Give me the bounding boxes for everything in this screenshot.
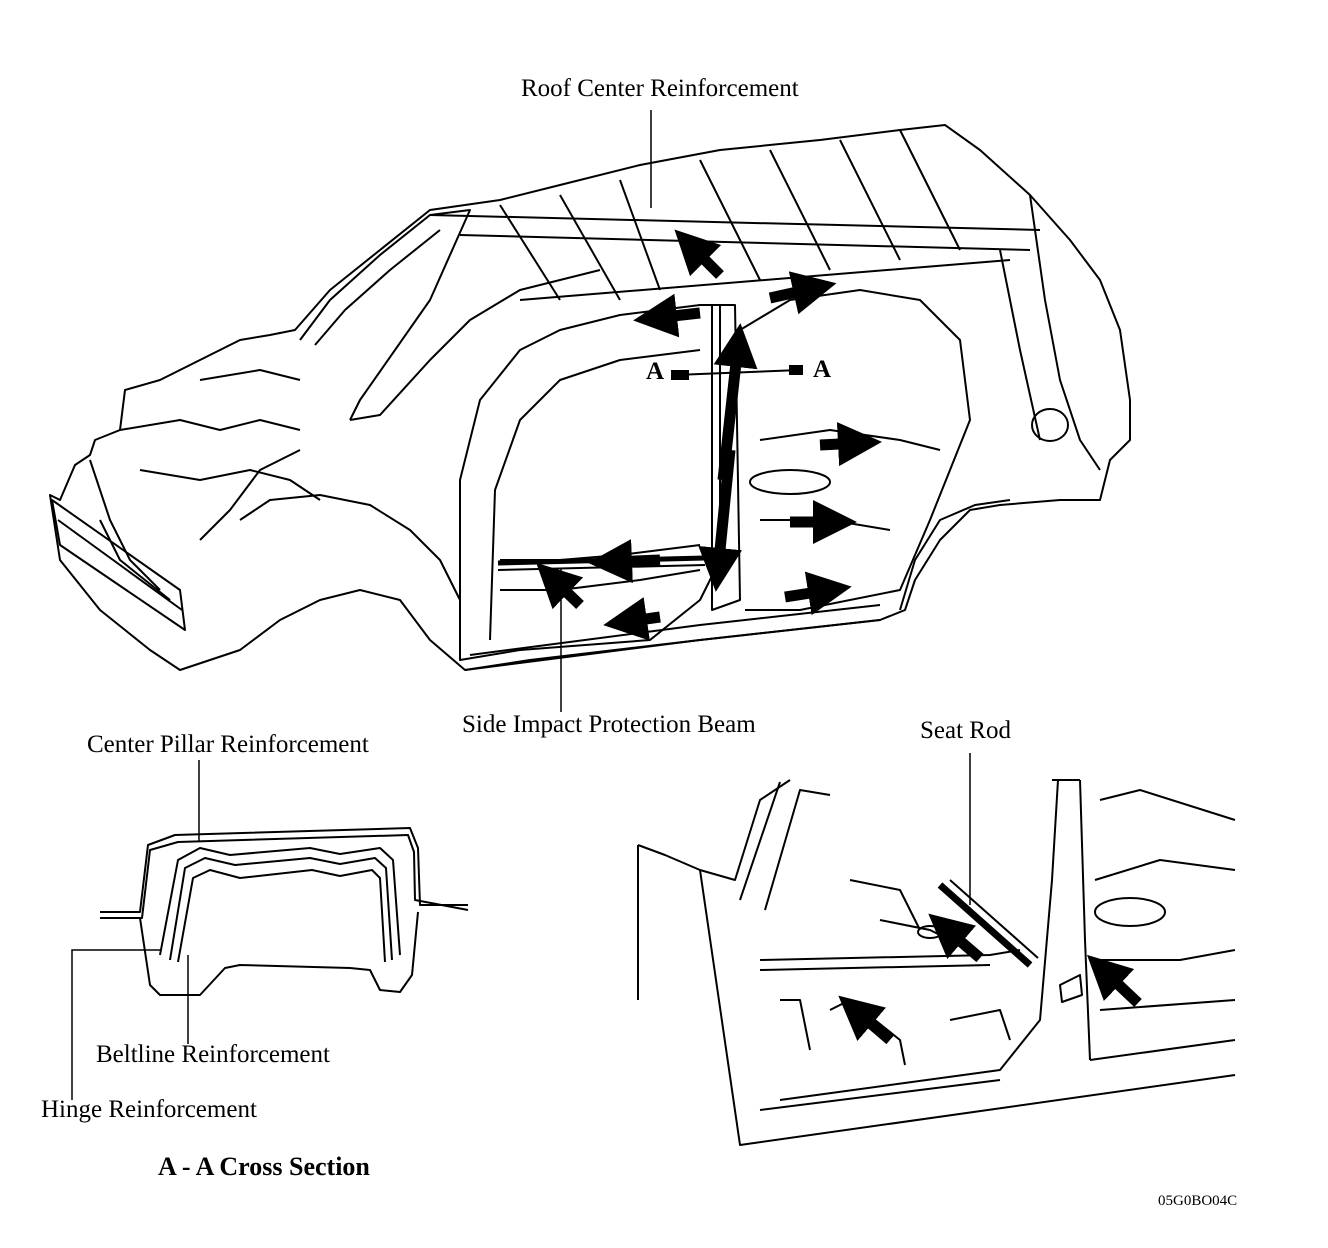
arrow-pillar-down [698,449,743,592]
cross-section-drawing [100,827,469,996]
arrow-sill-rear [784,571,852,616]
figure-code: 05G0BO04C [1158,1193,1238,1209]
hinge-reinforcement-label: Hinge Reinforcement [41,1096,257,1123]
vehicle-body [49,124,1131,671]
detail-arrows [838,913,1142,1045]
section-mark-right: A [813,356,832,383]
seat-rod-label: Seat Rod [920,717,1011,744]
arrow-sill-forward [603,597,661,641]
leader-lines [71,110,971,1100]
arrow-roof-forward [674,229,724,279]
arrow-detail-floor [838,995,894,1045]
arrow-detail-rod [928,913,984,963]
arrow-floor [536,562,584,610]
roof-center-reinforcement-label: Roof Center Reinforcement [521,75,799,102]
section-line-a-a [671,365,803,380]
arrow-roof-rear [768,271,837,315]
section-title: A - A Cross Section [158,1152,370,1181]
load-path-arrows [536,229,882,641]
arrow-rail-forward [633,293,701,338]
arrow-detail-pillar [1086,954,1142,1008]
beltline-reinforcement-label: Beltline Reinforcement [96,1041,330,1068]
arrow-beam-forward [588,539,661,584]
side-impact-protection-beam-label: Side Impact Protection Beam [462,711,756,738]
center-pillar-reinforcement-label: Center Pillar Reinforcement [87,731,369,758]
seat-rod-detail [637,779,1236,1146]
arrow-rear-upper [819,422,882,467]
section-mark-left: A [646,358,665,385]
